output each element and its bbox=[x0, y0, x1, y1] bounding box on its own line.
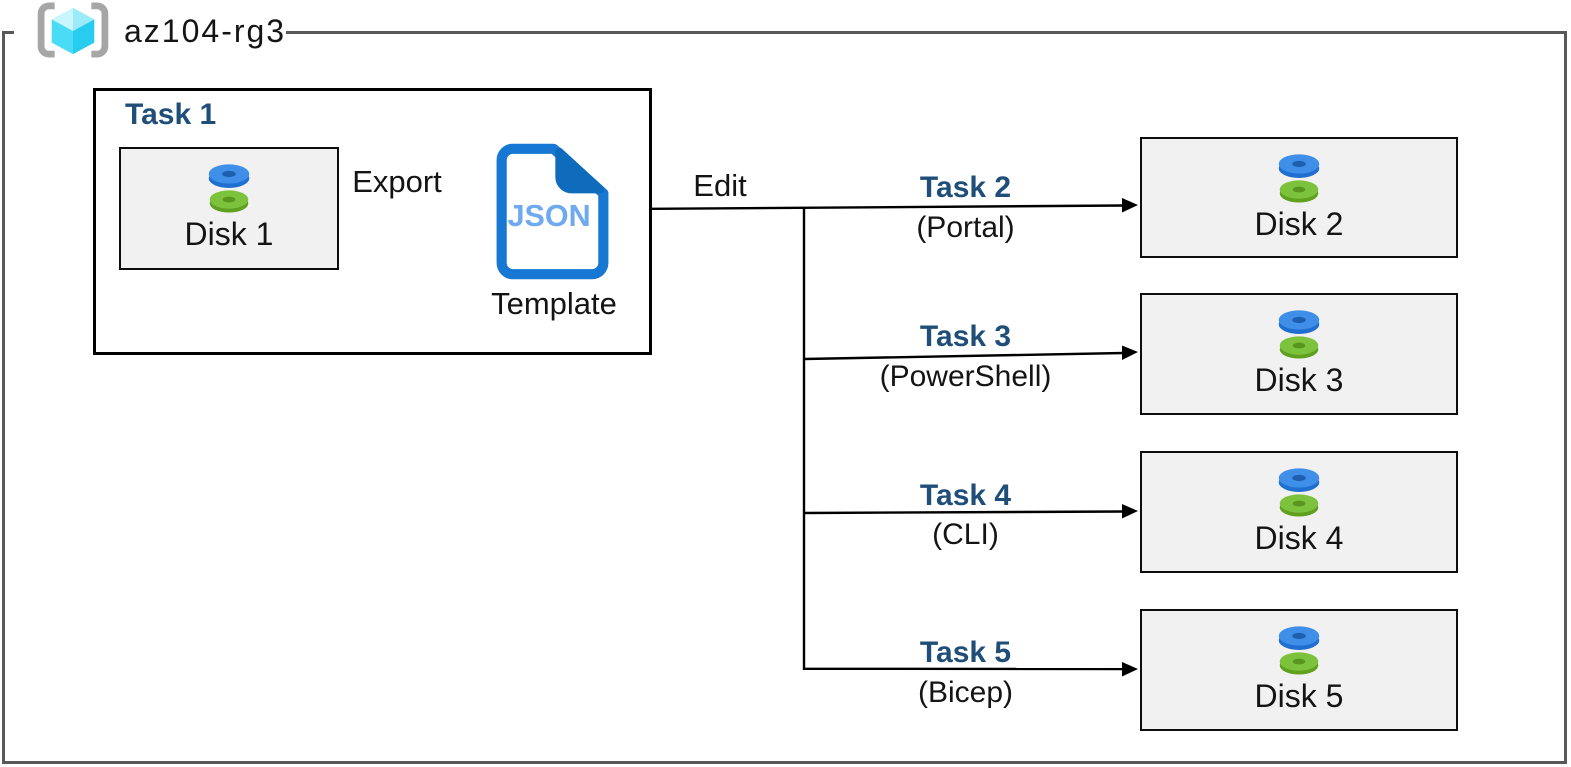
task2-method: (Portal) bbox=[916, 211, 1015, 244]
template-label: Template bbox=[491, 286, 617, 321]
disk-icon bbox=[1278, 310, 1320, 359]
export-label: Export bbox=[352, 164, 442, 199]
disk-label: Disk 3 bbox=[1254, 362, 1344, 398]
task3-label: Task 3 bbox=[919, 320, 1012, 353]
disk-icon bbox=[208, 164, 250, 213]
disk-label: Disk 5 bbox=[1254, 678, 1344, 714]
rg-left-bracket bbox=[37, 2, 55, 58]
resource-group-boundary bbox=[2, 31, 1567, 764]
disk-icon bbox=[1278, 468, 1320, 517]
json-icon-text: JSON bbox=[508, 199, 591, 233]
rg-cube bbox=[51, 7, 95, 55]
disk-box-4: Disk 4 bbox=[1140, 451, 1458, 573]
json-template-icon: JSON bbox=[496, 143, 609, 280]
resource-group-icon bbox=[37, 2, 109, 58]
disk-box-2: Disk 2 bbox=[1140, 137, 1458, 258]
task5-method: (Bicep) bbox=[917, 676, 1014, 709]
resource-group-border-gap bbox=[14, 27, 286, 37]
json-doc-fold bbox=[555, 147, 605, 194]
task3-method: (PowerShell) bbox=[879, 360, 1052, 393]
disk-box-1: Disk 1 bbox=[119, 147, 339, 270]
disk-label: Disk 2 bbox=[1254, 206, 1344, 242]
disk-box-3: Disk 3 bbox=[1140, 293, 1458, 415]
disk-label: Disk 4 bbox=[1254, 520, 1344, 556]
task2-label: Task 2 bbox=[919, 171, 1012, 204]
task1-title: Task 1 bbox=[125, 98, 217, 131]
task4-label: Task 4 bbox=[919, 479, 1012, 512]
task4-method: (CLI) bbox=[932, 518, 999, 551]
disk-icon bbox=[1278, 154, 1320, 203]
task5-label: Task 5 bbox=[919, 636, 1012, 669]
disk-box-5: Disk 5 bbox=[1140, 609, 1458, 731]
rg-right-bracket bbox=[91, 2, 109, 58]
disk-icon bbox=[1278, 626, 1320, 675]
edit-label: Edit bbox=[693, 168, 747, 203]
resource-group-name: az104-rg3 bbox=[124, 13, 287, 49]
disk-label: Disk 1 bbox=[184, 216, 274, 252]
